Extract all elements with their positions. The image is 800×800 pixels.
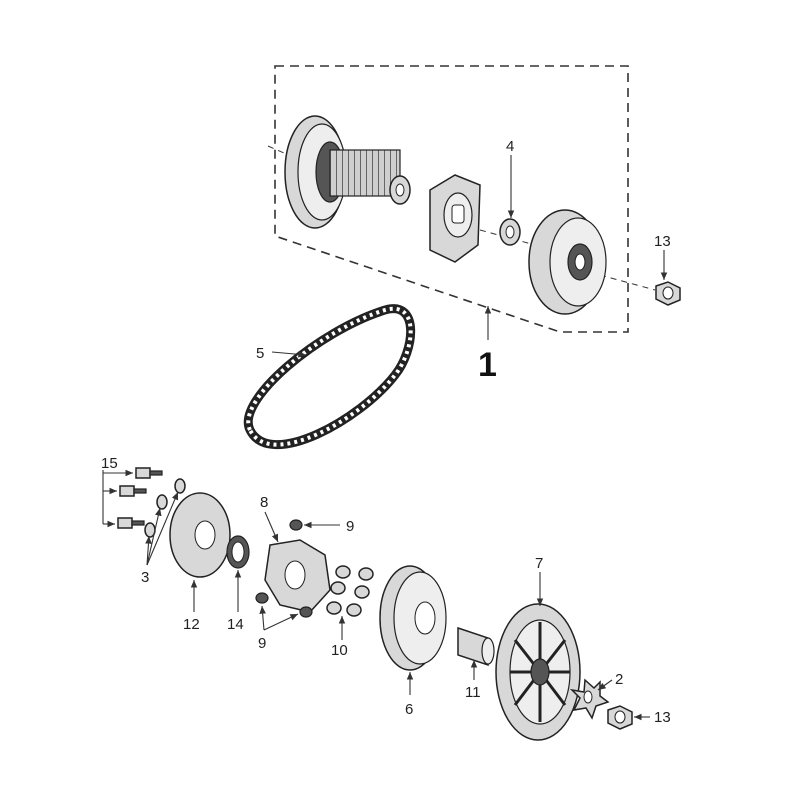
callout-5: 5	[256, 345, 264, 362]
callout-1: 1	[478, 346, 497, 384]
fan-pulley-7-icon	[495, 603, 581, 741]
callout-13-bottom: 13	[654, 709, 671, 726]
leader-lines	[102, 155, 668, 721]
callout-15: 15	[101, 455, 118, 472]
bush-11-icon	[457, 626, 495, 667]
callout-2: 2	[615, 671, 623, 688]
callout-labels: 1 4 13 5 15 3 8 9 12 14 9 10 6 11 7 2 13	[101, 138, 671, 726]
callout-13-top: 13	[654, 233, 671, 250]
ramp-plate-12-icon	[169, 492, 231, 578]
callout-6: 6	[405, 701, 413, 718]
callout-10: 10	[331, 642, 348, 659]
variator-pulley-6-icon	[379, 565, 447, 671]
washers-3-icon	[144, 478, 186, 538]
callout-3: 3	[141, 569, 149, 586]
callout-7: 7	[535, 555, 543, 572]
rollers-10-icon	[326, 565, 374, 617]
callout-14: 14	[227, 616, 244, 633]
callout-4: 4	[506, 138, 514, 155]
washer-4-icon	[499, 218, 521, 246]
callout-12: 12	[183, 616, 200, 633]
callout-9-top: 9	[346, 518, 354, 535]
assembly-1-dashed-outline	[267, 65, 656, 333]
slider-plate-8-icon	[264, 539, 331, 613]
seal-14-icon	[226, 535, 250, 569]
callout-9-bottom: 9	[258, 635, 266, 652]
driven-pulley-spring-icon	[284, 115, 411, 229]
drive-belt-icon	[243, 304, 416, 450]
clutch-shoe-plate-icon	[429, 174, 481, 263]
callout-11: 11	[465, 684, 481, 701]
clutch-bell-icon	[528, 209, 607, 315]
callout-8: 8	[260, 494, 268, 511]
nut-13-bottom-icon	[607, 705, 633, 730]
nut-13-top-icon	[655, 281, 681, 306]
bolts-15-icon	[117, 467, 163, 529]
sliders-9-icon	[255, 519, 313, 618]
